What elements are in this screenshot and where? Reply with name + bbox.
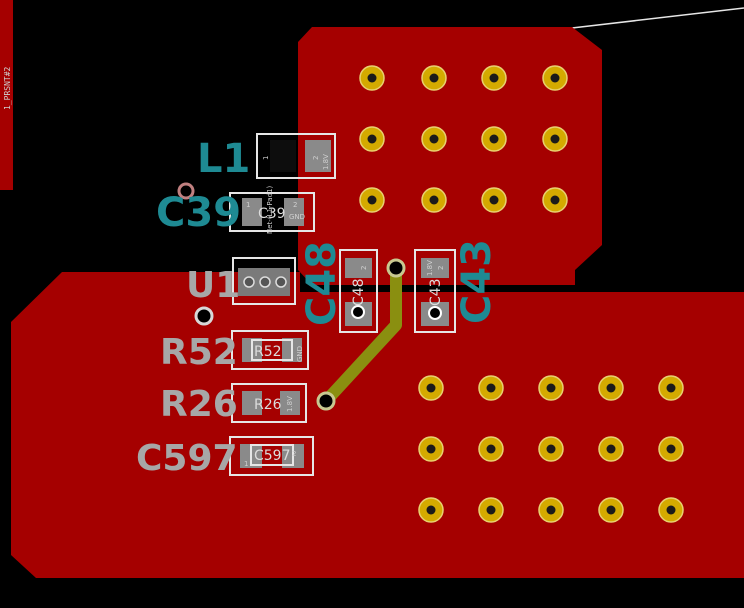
pad-net: GND [289,213,305,221]
pad-number: 1 [262,156,270,160]
ref-C43: C43 [454,239,500,324]
component-C48[interactable]: C48 2 C48 [299,241,378,333]
pad-net: GND [296,346,304,362]
pad [284,198,304,226]
edge-net-label: 1_PRSNT#2 [3,66,12,110]
via[interactable] [478,497,504,523]
via[interactable] [538,375,564,401]
via[interactable] [478,375,504,401]
component-C39[interactable]: C39 Net-(L1-Pad1) GND 1 2 C39 [156,185,315,236]
via[interactable] [177,182,195,200]
via[interactable] [359,65,385,91]
ref-R26: R26 [160,384,238,425]
pad-number: 2 [360,266,368,270]
via [351,305,365,319]
pad-number: 2 [312,156,320,160]
via[interactable] [658,497,684,523]
component-value: R26 [254,397,282,413]
via[interactable] [658,436,684,462]
component-value: C597 [254,448,291,464]
via[interactable] [359,187,385,213]
ref-L1: L1 [197,136,250,182]
via[interactable] [538,436,564,462]
via[interactable] [542,126,568,152]
pin [243,276,255,288]
via[interactable] [538,497,564,523]
via[interactable] [481,187,507,213]
component-R52[interactable]: R52 GND R52 [160,330,309,373]
pad [270,140,296,172]
ref-U1: U1 [186,265,240,306]
component-C43[interactable]: C43 1.8V 2 C43 [414,239,500,333]
board-outline [571,7,744,29]
ref-C597: C597 [136,438,238,479]
pad-net: 1.8V [322,154,330,170]
via[interactable] [478,436,504,462]
via[interactable] [421,187,447,213]
via[interactable] [386,258,406,278]
via[interactable] [421,126,447,152]
component-U1[interactable]: U1 [186,257,296,306]
pad-number: 2 [293,201,297,209]
via[interactable] [418,497,444,523]
via[interactable] [658,375,684,401]
component-value: C39 [258,206,286,222]
pad [242,391,262,415]
copper-zone-top[interactable] [298,27,602,285]
pad-number: 2 [437,266,445,270]
pad-net: 1.8V [286,396,294,412]
via[interactable] [598,375,624,401]
via[interactable] [359,126,385,152]
component-value: C48 [351,278,367,306]
via[interactable] [418,436,444,462]
via[interactable] [598,436,624,462]
via[interactable] [316,391,336,411]
via[interactable] [481,126,507,152]
pad [421,258,449,278]
pin [275,276,287,288]
copper-zone-bottom[interactable] [11,272,744,578]
via[interactable] [418,375,444,401]
via[interactable] [194,306,214,326]
via[interactable] [542,65,568,91]
component-L1[interactable]: 1 2 1.8V L1 [197,133,336,182]
trace-1v8[interactable] [320,262,402,407]
pin [259,276,271,288]
pad-net: Net-(L1-Pad1) [266,185,274,234]
pad [345,258,372,278]
ref-C48: C48 [299,241,345,326]
ref-C39: C39 [156,190,241,236]
via-grid-bottom [418,375,684,523]
via[interactable] [542,187,568,213]
component-value: R52 [254,344,282,360]
component-C597[interactable]: C597 1 2 C597 [136,436,314,479]
via[interactable] [481,65,507,91]
left-edge-copper [0,0,13,190]
pad-number: 1 [244,460,248,468]
pad-net: 1.8V [426,260,434,276]
via [428,306,442,320]
pad [305,140,331,172]
pad [242,198,262,226]
pad [280,391,300,415]
via[interactable] [598,497,624,523]
via[interactable] [421,65,447,91]
component-value: C43 [428,278,444,306]
pad-number: 1 [246,201,250,209]
via-grid-top [359,65,568,213]
ref-R52: R52 [160,332,238,373]
pad-number: 2 [292,450,296,458]
component-R26[interactable]: R26 1.8V R26 [160,383,307,425]
